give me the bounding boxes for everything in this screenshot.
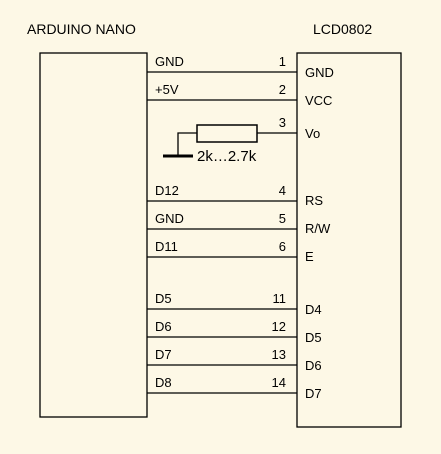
arduino-signal-label: GND [155,54,184,69]
connection-row-14: D8 14 D7 [147,375,322,401]
resistor-symbol [196,124,258,143]
connection-row-4: D12 4 RS [147,183,323,208]
connection-row-2: +5V 2 VCC [147,82,332,108]
arduino-title: ARDUINO NANO [27,21,136,37]
lcd-pin-label: VCC [305,93,332,108]
lcd-title: LCD0802 [313,21,372,37]
connection-row-6: D11 6 E [147,239,314,264]
arduino-signal-label: D7 [155,347,172,362]
pin-number: 11 [273,291,287,306]
arduino-signal-label: D5 [155,291,172,306]
resistor-value-label: 2k…2.7k [197,148,257,165]
connection-row-13: D7 13 D6 [147,347,322,373]
arduino-signal-label: D6 [155,319,172,334]
pin-number: 6 [279,239,286,254]
lcd-pin-label: D7 [305,386,322,401]
lcd-pin-label: D6 [305,358,322,373]
pin-number: 14 [272,375,286,390]
lcd-module-box [296,52,402,428]
arduino-signal-label: D8 [155,375,172,390]
pin-number: 5 [279,211,286,226]
lcd-pin-label: RS [305,193,323,208]
lcd-pin-label: D4 [305,302,322,317]
connection-row-5: GND 5 R/W [147,211,331,236]
arduino-signal-label: GND [155,211,184,226]
lcd-pin-label: GND [305,65,334,80]
arduino-signal-label: D12 [155,183,179,198]
pin-number: 12 [272,319,286,334]
arduino-module-box [39,52,148,418]
connection-row-11: D5 11 D4 [147,291,322,317]
arduino-signal-label: D11 [155,239,178,254]
pin-number: 3 [279,115,286,130]
connection-row-3: 2k…2.7k 3 Vo [163,115,320,165]
pin-number: 13 [272,347,286,362]
arduino-signal-label: +5V [155,82,179,97]
pin-number: 1 [279,54,286,69]
lcd-pin-label: Vo [305,126,320,141]
connection-row-1: GND 1 GND [147,54,334,80]
pin-number: 4 [279,183,286,198]
connection-row-12: D6 12 D5 [147,319,322,345]
lcd-pin-label: D5 [305,330,322,345]
lcd-pin-label: R/W [305,221,331,236]
pin-number: 2 [279,82,286,97]
lcd-pin-label: E [305,249,314,264]
